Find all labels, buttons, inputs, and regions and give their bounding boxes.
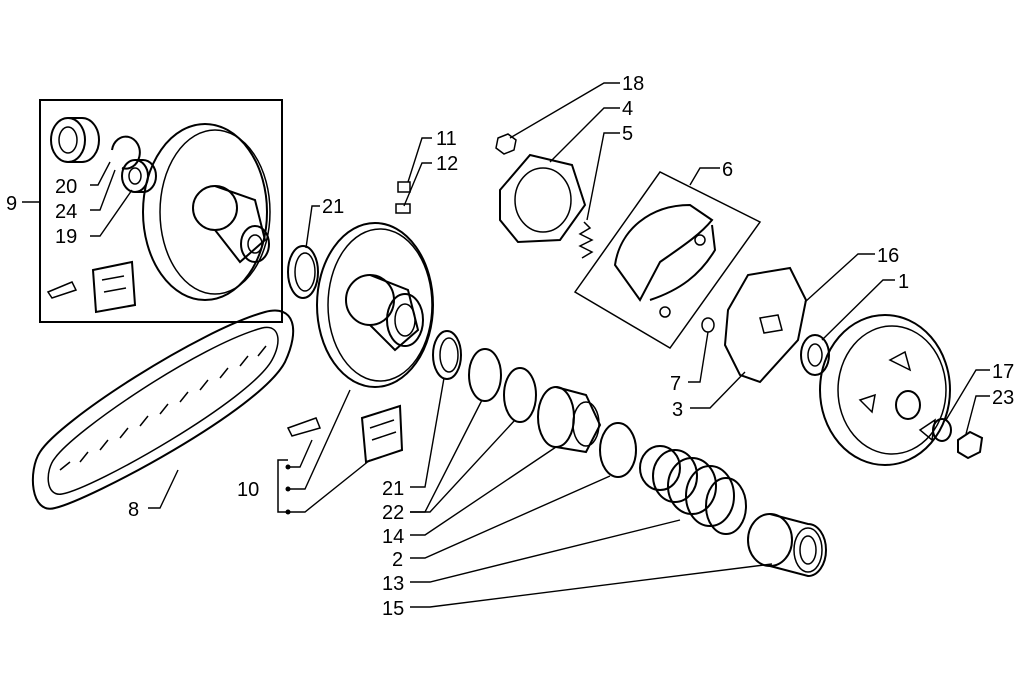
group-10-bracket bbox=[277, 459, 291, 515]
washer-12 bbox=[395, 203, 411, 214]
washer-1 bbox=[800, 334, 830, 376]
callout-4: 4 bbox=[622, 98, 633, 120]
group-9-box bbox=[22, 99, 283, 323]
grease-pack-9 bbox=[91, 260, 137, 314]
clutch-carrier-3 bbox=[723, 266, 808, 384]
callout-17: 17 bbox=[992, 361, 1014, 383]
sleeve-15 bbox=[747, 513, 827, 578]
callout-13: 13 bbox=[382, 573, 404, 595]
callout-18: 18 bbox=[622, 73, 644, 95]
screw-11 bbox=[397, 181, 411, 193]
callout-11: 11 bbox=[436, 128, 457, 150]
callout-23: 23 bbox=[992, 387, 1014, 409]
leader-lines bbox=[90, 82, 990, 608]
pin-sketch-10 bbox=[286, 417, 322, 437]
callout-22: 22 bbox=[382, 502, 404, 524]
callout-15: 15 bbox=[382, 598, 404, 620]
grease-pack-10 bbox=[360, 404, 404, 464]
clutch-shoes-group-6 bbox=[573, 171, 762, 349]
washer-17 bbox=[932, 418, 952, 442]
cover-plate-4 bbox=[499, 153, 587, 244]
oil-seal-21-left bbox=[287, 245, 319, 299]
callout-12: 12 bbox=[436, 153, 458, 175]
callout-24: 24 bbox=[55, 201, 77, 223]
o-ring-22a bbox=[468, 348, 502, 402]
nut-23 bbox=[957, 430, 984, 460]
callout-2: 2 bbox=[392, 549, 403, 571]
callout-19: 19 bbox=[55, 226, 77, 248]
callout-10: 10 bbox=[237, 479, 259, 501]
nut-18 bbox=[495, 133, 517, 155]
callout-16: 16 bbox=[877, 245, 899, 267]
callout-3: 3 bbox=[672, 399, 683, 421]
callout-1: 1 bbox=[898, 271, 909, 293]
fixed-driven-half-pulley bbox=[142, 123, 271, 301]
callout-14: 14 bbox=[382, 526, 404, 548]
movable-driven-half-pulley bbox=[316, 222, 434, 388]
spring-guide-14 bbox=[537, 386, 602, 454]
callout-20: 20 bbox=[55, 176, 77, 198]
callout-5: 5 bbox=[622, 123, 633, 145]
callout-21-top: 21 bbox=[322, 196, 344, 218]
callout-21-bottom: 21 bbox=[382, 478, 404, 500]
drive-belt-8 bbox=[31, 309, 295, 510]
spring-5 bbox=[578, 221, 594, 259]
ball-bearing-19 bbox=[121, 159, 157, 193]
oil-seal-21-right bbox=[432, 330, 462, 380]
callout-7: 7 bbox=[670, 373, 681, 395]
circlip-24 bbox=[111, 135, 141, 170]
callout-8: 8 bbox=[128, 499, 139, 521]
o-ring-22b bbox=[503, 367, 537, 423]
spring-13 bbox=[639, 445, 747, 535]
nut-7 bbox=[701, 317, 715, 333]
clutch-bell bbox=[819, 314, 951, 466]
callout-labels: 18 4 5 6 16 1 11 12 21 7 3 17 23 9 20 24… bbox=[6, 73, 1014, 620]
ring-2 bbox=[599, 422, 637, 478]
callout-9: 9 bbox=[6, 193, 17, 215]
callout-6: 6 bbox=[722, 159, 733, 181]
pin-sketch-9 bbox=[46, 281, 78, 299]
roller-bearing-20 bbox=[50, 117, 100, 163]
